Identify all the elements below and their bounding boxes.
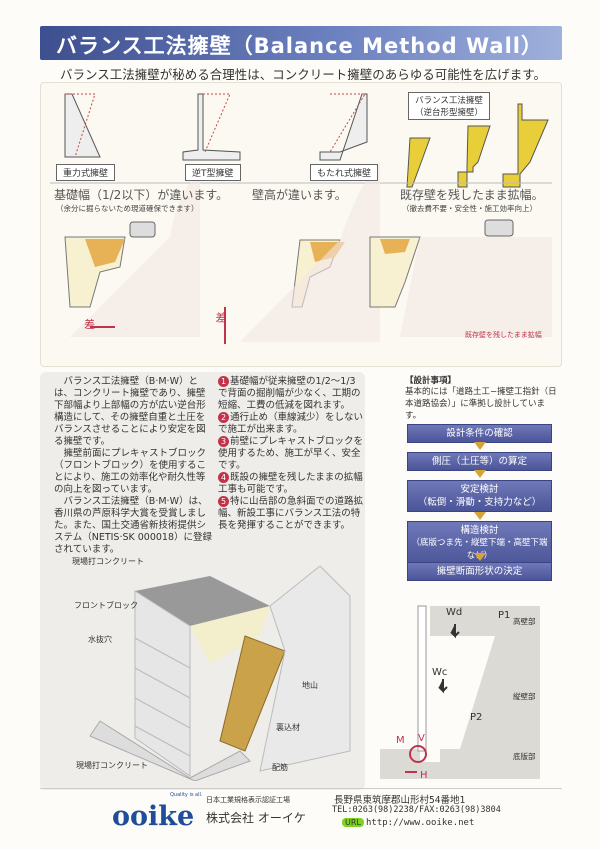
design-intro: 基本的には「道路土工−擁壁工指針（日本道路協会）」に準拠し設計しています。 [405,387,557,421]
label-backfill: 裏込材 [276,723,300,732]
label-cast-concrete-bottom: 現場打コンクリート [76,761,148,770]
gravity-wall-shape [64,93,101,158]
feature-note: （撤去費不要・安全性・施工効率向上） [402,204,537,213]
structure-illustration [89,566,351,781]
label-p2: P2 [470,712,483,723]
force-diagram [380,605,540,779]
wall-comparison-diagrams [50,93,552,344]
label-h: H [420,770,428,781]
description-text: バランス工法擁壁（B·M·W）とは、コンクリート擁壁であり、擁壁下部幅より上部幅… [54,376,213,555]
feature-note: （余分に掘らないため現道確保できます） [56,204,199,213]
logo-tagline: Quality is all. [170,792,203,798]
label-leaning-wall: もたれ式擁壁 [310,164,379,181]
label-upper-wall: 高壁部 [513,617,536,626]
feature-heading-base-width: 基礎幅（1/2以下）が違います。 [54,188,229,202]
certification-text: 日本工業規格表示認証工場 [206,796,290,804]
title-banner: バランス工法擁壁（Balance Method Wall）とは [40,26,562,88]
label-wd: Wd [446,607,463,618]
label-vertical-wall: 縦壁部 [513,692,536,701]
company-phone: TEL:0263(98)2238/FAX:0263(98)3804 [332,805,501,815]
flow-arrow-icon [474,512,486,520]
label-balance-wall: バランス工法擁壁（逆台形型擁壁） [408,92,491,120]
company-logo: ooike [112,801,195,832]
flow-step-2: 側圧（土圧等）の算定 [407,452,552,471]
flow-arrow-icon [474,470,486,478]
design-heading: 【設計事項】 [405,376,457,386]
footer-divider [40,788,562,789]
feature-heading-widening: 既存壁を残したまま拡幅。 [400,188,544,202]
company-address: 長野県東筑摩郡山形村54番地1 [334,795,466,806]
flow-step-1: 設計条件の確認 [407,424,552,443]
label-m: M [396,735,405,746]
label-gravity-wall: 重力式擁壁 [56,164,116,181]
balance-wall-medium [457,125,491,188]
company-url-link[interactable]: http://www.ooike.net [366,818,475,828]
label-front-block: フロントブロック [74,601,138,610]
label-cast-concrete-top: 現場打コンクリート [72,557,144,566]
balance-wall-small [406,137,431,188]
label-rebar: 配筋 [272,763,288,772]
feature-heading-wall-height: 壁高が違います。 [252,188,347,202]
page-title: バランス工法擁壁（Balance Method Wall）とは [56,34,543,88]
label-wc: Wc [432,667,448,678]
difference-marker: 差 [214,312,227,323]
section-diagrams [64,162,552,344]
existing-wall-callout: 既存壁を残したまま拡幅 [465,331,542,339]
label-drain-hole: 水抜穴 [88,635,112,644]
flow-arrow-icon [474,442,486,450]
leaning-wall-shape [319,93,368,161]
label-p1: P1 [498,610,511,621]
label-inverted-t-wall: 逆T型擁壁 [185,164,241,181]
label-v: V [418,733,425,744]
flow-arrow-icon [474,553,486,561]
flow-step-5: 擁壁断面形状の決定 [407,562,552,581]
inverted-t-wall-shape [182,93,241,161]
label-base-slab: 底版部 [513,752,536,761]
difference-marker: 差 [84,318,95,331]
flow-step-3: 安定検討（転倒・滑動・支持力など） [407,480,552,512]
subtitle: バランス工法擁壁が秘める合理性は、コンクリート擁壁のあらゆる可能性を広げます。 [60,67,547,82]
url-badge: URL [342,818,364,827]
label-natural-ground: 地山 [302,681,318,690]
company-name: 株式会社 オーイケ [206,811,306,825]
balance-wall-large [502,103,549,188]
